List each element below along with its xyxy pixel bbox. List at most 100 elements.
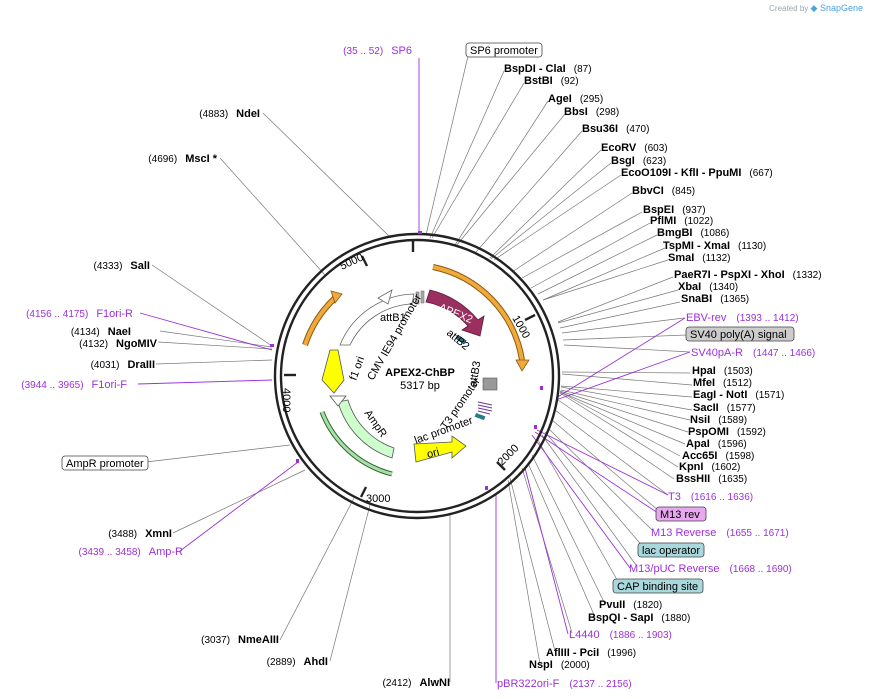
- ori-feature[interactable]: [413, 435, 467, 463]
- restriction-site-label[interactable]: SacII(1577): [693, 402, 756, 414]
- primer-label[interactable]: (3944 .. 3965)F1ori-F: [21, 379, 127, 391]
- primer-text: F1ori-R: [96, 308, 133, 320]
- restriction-site-label[interactable]: (3488)XmnI: [108, 528, 172, 540]
- enzyme-name: NsiI: [690, 414, 710, 426]
- restriction-site-label[interactable]: BspEI(937): [643, 204, 706, 216]
- restriction-site-label[interactable]: MfeI(1512): [693, 377, 752, 389]
- orange-feature-2: [303, 296, 337, 346]
- primer-text: (1886 .. 1903): [610, 630, 672, 641]
- restriction-site-label[interactable]: EcoRV (603): [601, 142, 668, 154]
- site-position: (4134): [71, 327, 100, 338]
- attb1-mark-2: [420, 290, 425, 304]
- enzyme-name: MfeI: [693, 377, 715, 389]
- restriction-site-label[interactable]: PflMI(1022): [650, 215, 713, 227]
- primer-label[interactable]: (3439 .. 3458)Amp-R: [79, 546, 184, 558]
- orange-feature-1-head: [515, 359, 530, 372]
- enzymes-left: (4883)NdeI (4696)MscI * (4333)SalI (4134…: [71, 108, 450, 689]
- leader-lines: [145, 55, 693, 682]
- restriction-site-label[interactable]: (4883)NdeI: [199, 108, 260, 120]
- enzyme-name: BsgI: [611, 155, 635, 167]
- box-sv40-polya[interactable]: SV40 poly(A) signal: [690, 329, 787, 341]
- primer-label[interactable]: (35 .. 52)SP6: [343, 45, 412, 57]
- restriction-site-label[interactable]: (3037)NmeAIII: [201, 634, 279, 646]
- restriction-site-label[interactable]: (4132)NgoMIV: [79, 338, 158, 350]
- enzyme-name: KpnI: [679, 461, 703, 473]
- restriction-site-label[interactable]: BstBI(92): [524, 75, 579, 87]
- restriction-site-label[interactable]: EagI - NotI(1571): [693, 389, 784, 401]
- ampr-feature[interactable]: [337, 399, 395, 459]
- restriction-site-label[interactable]: SmaI(1132): [668, 252, 730, 264]
- restriction-site-label[interactable]: PaeR7I - PspXI - XhoI(1332): [674, 269, 822, 281]
- attb1-label: attB1: [380, 312, 406, 324]
- restriction-site-label[interactable]: NspI(2000): [529, 659, 590, 671]
- site-position: (1635): [718, 474, 747, 485]
- enzyme-name: XbaI: [678, 281, 701, 293]
- restriction-site-label[interactable]: AgeI(295): [548, 93, 603, 105]
- restriction-site-label[interactable]: PspOMI(1592): [688, 426, 766, 438]
- primer-label[interactable]: SV40pA-R(1447 .. 1466): [691, 347, 815, 359]
- restriction-site-label[interactable]: BspQI - SapI(1880): [588, 612, 690, 624]
- enzyme-name: XmnI: [145, 528, 172, 540]
- restriction-site-label[interactable]: Acc65I(1598): [682, 450, 754, 462]
- t3-lac-marks: [477, 401, 493, 415]
- restriction-site-label[interactable]: HpaI(1503): [692, 365, 753, 377]
- apex2-feature[interactable]: [425, 289, 485, 337]
- snapgene-credit: Created by ◆ SnapGene: [769, 3, 863, 14]
- restriction-site-label[interactable]: BssHII(1635): [676, 473, 747, 485]
- primer-text: (3439 .. 3458): [79, 547, 141, 558]
- site-position: (1086): [700, 228, 729, 239]
- restriction-site-label[interactable]: KpnI(1602): [679, 461, 740, 473]
- box-sp6-promoter[interactable]: SP6 promoter: [470, 45, 538, 57]
- primer-text: pBR322ori-F: [497, 678, 560, 690]
- site-position: (1130): [738, 241, 766, 252]
- restriction-site-label[interactable]: BbvCI(845): [632, 185, 695, 197]
- enzyme-name: SnaBI: [681, 293, 712, 305]
- primer-label[interactable]: M13/pUC Reverse(1668 .. 1690): [629, 563, 792, 575]
- restriction-site-label[interactable]: NsiI(1589): [690, 414, 747, 426]
- box-m13-rev[interactable]: M13 rev: [660, 509, 700, 521]
- primer-label[interactable]: EBV-rev(1393 .. 1412): [686, 312, 799, 324]
- site-position: (623): [643, 156, 666, 167]
- site-position: (295): [580, 94, 603, 105]
- restriction-site-label[interactable]: ApaI(1596): [686, 438, 747, 450]
- restriction-site-label[interactable]: (4333)SalI: [94, 260, 150, 272]
- restriction-site-label[interactable]: XbaI(1340): [678, 281, 738, 293]
- restriction-site-label[interactable]: (2412)AlwNI: [383, 677, 450, 689]
- box-cap-site[interactable]: CAP binding site: [617, 581, 698, 593]
- restriction-site-label[interactable]: AflIII - PciI(1996): [546, 647, 636, 659]
- primer-label[interactable]: T3(1616 .. 1636): [668, 491, 753, 503]
- restriction-site-label[interactable]: SnaBI(1365): [681, 293, 749, 305]
- site-position: (4696): [148, 154, 177, 165]
- primer-label[interactable]: M13 Reverse(1655 .. 1671): [651, 527, 789, 539]
- f1ori-label: f1 ori: [348, 355, 368, 382]
- primer-text: M13 Reverse: [651, 527, 716, 539]
- box-lac-operator[interactable]: lac operator: [642, 545, 700, 557]
- primer-text: (1668 .. 1690): [729, 564, 791, 575]
- plasmid-name: APEX2-ChBP: [385, 367, 455, 379]
- box-ampr-promoter[interactable]: AmpR promoter: [66, 458, 144, 470]
- restriction-site-label[interactable]: PvuII(1820): [599, 599, 662, 611]
- f1-ori-feature[interactable]: [321, 349, 345, 394]
- restriction-site-label[interactable]: TspMI - XmaI(1130): [663, 240, 766, 252]
- restriction-site-label[interactable]: (2889)AhdI: [267, 656, 328, 668]
- primer-label[interactable]: (4156 .. 4175)F1ori-R: [26, 308, 133, 320]
- enzyme-name: NmeAIII: [238, 634, 279, 646]
- site-position: (1132): [702, 253, 730, 264]
- restriction-site-label[interactable]: EcoO109I - KflI - PpuMI(667): [621, 167, 773, 179]
- restriction-site-label[interactable]: (4134)NaeI: [71, 326, 131, 338]
- restriction-site-label[interactable]: BmgBI(1086): [657, 227, 729, 239]
- enzyme-name: Acc65I: [682, 450, 717, 462]
- enzyme-name: BspDI - ClaI: [504, 63, 566, 75]
- restriction-site-label[interactable]: (4696)MscI *: [148, 153, 217, 165]
- restriction-site-label[interactable]: BspDI - ClaI(87): [504, 63, 592, 75]
- restriction-site-label[interactable]: BsgI (623): [611, 155, 666, 167]
- enzyme-name: EcoRV: [601, 142, 637, 154]
- primer-leaders: [137, 58, 691, 683]
- restriction-site-label[interactable]: Bsu36I(470): [582, 123, 649, 135]
- enzyme-name: BbsI: [564, 106, 588, 118]
- primer-label[interactable]: L4440(1886 .. 1903): [569, 629, 672, 641]
- primer-label[interactable]: pBR322ori-F(2137 .. 2156): [497, 678, 632, 690]
- site-position: (603): [644, 143, 667, 154]
- restriction-site-label[interactable]: (4031)DraIII: [91, 359, 155, 371]
- restriction-site-label[interactable]: BbsI(298): [564, 106, 619, 118]
